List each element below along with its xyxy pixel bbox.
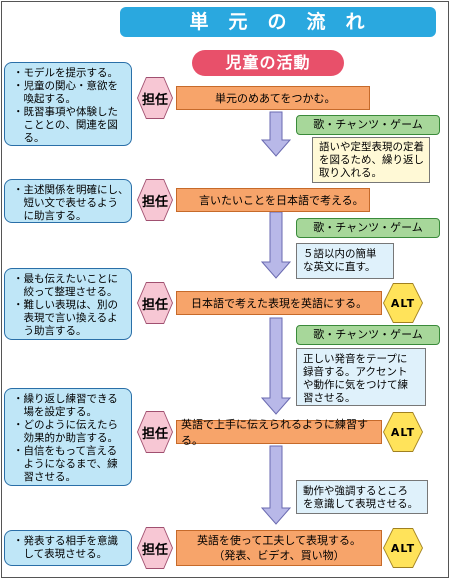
step-subtext: （発表、ビデオ、買い物）: [213, 549, 345, 562]
activity-step: 日本語で考えた表現を英語にする。: [176, 291, 382, 315]
alt-label: ALT: [384, 529, 422, 567]
activity-detail: 語いや定型表現の定着 を図るため、繰り返し 取り入れる。: [312, 137, 430, 183]
detail-line: を図るため、繰り返し: [319, 154, 424, 166]
detail-line: ５語以内の簡単: [303, 248, 377, 260]
note-line: して表現させる。: [13, 548, 108, 560]
teacher-hexagon: 担任: [137, 411, 173, 453]
detail-line: 習させる。: [303, 392, 356, 404]
note-line: 絞って整理させる。: [13, 286, 118, 298]
detail-line: 語いや定型表現の定着: [319, 141, 424, 153]
teacher-support-note: ・繰り返し練習できる 場を設定する。 ・どのように伝えたら 効果的か助言する。 …: [4, 388, 132, 486]
down-arrow: [260, 211, 292, 279]
title-char: 流: [306, 11, 328, 33]
alt-hexagon: ALT: [383, 528, 423, 568]
note-line: ・発表する相手を意識: [13, 535, 118, 547]
step-text: 英語で上手に伝えられるように練習する。: [181, 418, 368, 447]
activity-step: 言いたいことを日本語で考える。: [176, 188, 370, 212]
note-line: ・どのように伝えたら: [13, 419, 118, 431]
alt-label: ALT: [384, 413, 422, 451]
song-chant-game-label: 歌・チャンツ・ゲーム: [296, 115, 440, 135]
title-char: 単: [189, 11, 211, 33]
note-line: 喚起する。: [13, 93, 76, 105]
teacher-label: 担任: [138, 78, 172, 118]
activity-detail: 動作や強調するところ を意識して表現させる。: [296, 480, 428, 514]
alt-label: ALT: [384, 284, 422, 322]
note-line: こととの、関連を図: [13, 119, 118, 131]
teacher-hexagon: 担任: [137, 282, 173, 324]
step-text: 言いたいことを日本語で考える。: [199, 194, 364, 207]
note-line: 場を設定する。: [13, 406, 97, 418]
teacher-support-note: ・主述関係を明確にし、 短い文で表せるよう に助言する。: [4, 179, 132, 223]
activity-detail: ５語以内の簡単 な英文に直す。: [296, 243, 394, 279]
detail-line: 取り入れる。: [319, 167, 382, 179]
detail-line: 正しい発音をテープに: [303, 353, 408, 365]
song-chant-game-label: 歌・チャンツ・ゲーム: [296, 218, 440, 238]
down-arrow: [260, 445, 292, 525]
song-chant-game-label: 歌・チャンツ・ゲーム: [296, 325, 440, 345]
note-line: 短い文で表せるよう: [13, 197, 118, 209]
down-arrow: [260, 111, 292, 157]
activity-step: 英語で上手に伝えられるように練習する。: [176, 418, 382, 447]
note-line: ・既習事項や体験した: [13, 106, 118, 118]
note-line: ・自信をもって言える: [13, 445, 118, 457]
teacher-hexagon: 担任: [137, 77, 173, 119]
activity-header: 児童の活動: [192, 50, 344, 76]
note-line: う助言する。: [13, 325, 87, 337]
note-line: ・児童の関心・意欲を: [13, 80, 118, 92]
note-line: ・難しい表現は、別の: [13, 299, 118, 311]
teacher-label: 担任: [138, 283, 172, 323]
step-text: 英語を使って工夫して表現する。: [196, 534, 362, 547]
teacher-support-note: ・最も伝えたいことに 絞って整理させる。 ・難しい表現は、別の 表現で言い換える…: [4, 268, 132, 340]
note-line: る。: [13, 132, 45, 144]
teacher-hexagon: 担任: [137, 527, 173, 569]
detail-line: を意識して表現させる。: [303, 498, 419, 510]
detail-line: 録音する。アクセント: [303, 366, 408, 378]
teacher-label: 担任: [138, 180, 172, 220]
detail-line: な英文に直す。: [303, 261, 376, 273]
down-arrow: [260, 317, 292, 415]
title-char: の: [267, 11, 289, 33]
page-title: 単元の流れ: [120, 7, 436, 37]
note-line: ・最も伝えたいことに: [13, 273, 118, 285]
activity-step: 単元のめあてをつかむ。: [176, 86, 370, 110]
detail-line: や動作に気をつけて練: [303, 379, 408, 391]
teacher-hexagon: 担任: [137, 179, 173, 221]
note-line: ・モデルを提示する。: [13, 67, 118, 79]
teacher-label: 担任: [138, 412, 172, 452]
note-line: ・主述関係を明確にし、: [13, 184, 129, 196]
teacher-support-note: ・発表する相手を意識 して表現させる。: [4, 530, 132, 566]
step-text: 単元のめあてをつかむ。: [215, 92, 336, 105]
activity-detail: 正しい発音をテープに 録音する。アクセント や動作に気をつけて練 習させる。: [296, 348, 426, 406]
activity-step: 英語を使って工夫して表現する。 （発表、ビデオ、買い物）: [176, 530, 382, 566]
note-line: ・繰り返し練習できる: [13, 393, 118, 405]
note-line: ようになるまで、練: [13, 458, 118, 470]
detail-line: 動作や強調するところ: [303, 485, 408, 497]
title-char: れ: [345, 11, 367, 33]
note-line: 習させる。: [13, 471, 76, 483]
teacher-support-note: ・モデルを提示する。 ・児童の関心・意欲を 喚起する。 ・既習事項や体験した こ…: [4, 62, 132, 146]
note-line: 表現で言い換えるよ: [13, 312, 118, 324]
step-text: 日本語で考えた表現を英語にする。: [191, 297, 368, 310]
note-line: に助言する。: [13, 210, 87, 222]
teacher-label: 担任: [138, 528, 172, 568]
note-line: 効果的か助言する。: [13, 432, 118, 444]
title-char: 元: [228, 11, 250, 33]
